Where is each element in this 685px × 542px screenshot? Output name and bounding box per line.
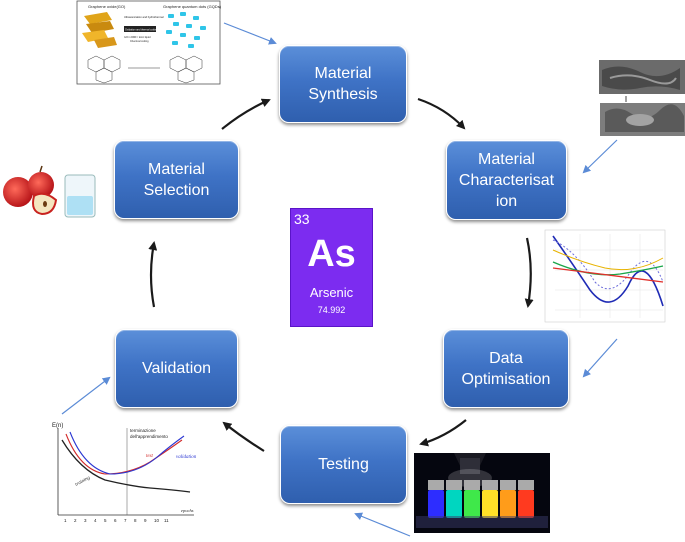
process-label-2: Oxidation and thermal cutting bbox=[125, 29, 158, 32]
lc-x-tick: 7 bbox=[124, 518, 127, 523]
lc-annotation-line1: terminazione bbox=[130, 428, 156, 433]
lc-x-tick: 4 bbox=[94, 518, 97, 523]
process-label-1: Ultrasonication and hydrothermal bbox=[124, 15, 164, 19]
synthesis-left-title: Graphene oxide(GO) bbox=[88, 4, 126, 9]
blue-arrow-sem-image bbox=[582, 139, 618, 174]
lc-x-ticks: 1 2 3 4 5 6 7 8 9 10 11 bbox=[64, 518, 169, 523]
learning-curve-image: E(n) terminazione dell'apprendimento tes… bbox=[48, 419, 198, 526]
process-label-4: Chemical cutting bbox=[130, 40, 149, 43]
lc-annotation-line2: dell'apprendimento bbox=[130, 434, 168, 439]
lc-x-label: epochs bbox=[181, 508, 194, 513]
optimisation-curves-image bbox=[544, 229, 666, 323]
lc-test-label: test bbox=[146, 454, 154, 459]
blue-arrow-optimisation bbox=[582, 338, 618, 378]
apples-and-beaker bbox=[3, 165, 96, 218]
node-data-optimisation: Data Optimisation bbox=[443, 329, 569, 408]
node-validation: Validation bbox=[115, 329, 238, 408]
lc-x-tick: 2 bbox=[74, 518, 77, 523]
synthesis-figure: Graphene oxide(GO) Graphene quantum dots… bbox=[76, 0, 222, 85]
blue-arrow-vials bbox=[354, 512, 411, 537]
element-symbol: As bbox=[307, 233, 356, 275]
node-material-characterisation: Material Characterisat ion bbox=[446, 140, 567, 220]
arrow-selection-to-synthesis bbox=[221, 98, 271, 130]
node-testing: Testing bbox=[280, 425, 407, 504]
node-material-selection: Material Selection bbox=[114, 140, 239, 219]
element-name: Arsenic bbox=[309, 285, 354, 300]
arrow-characterisation-to-optimisation bbox=[524, 237, 534, 308]
lc-y-label: E(n) bbox=[52, 423, 63, 429]
lc-x-tick: 10 bbox=[154, 518, 160, 523]
element-tile-arsenic: 33 As Arsenic 74.992 bbox=[290, 208, 373, 327]
arrow-synthesis-to-characterisation bbox=[417, 97, 466, 130]
node-material-synthesis: Material Synthesis bbox=[279, 45, 407, 123]
lc-x-tick: 1 bbox=[64, 518, 67, 523]
lc-validation-label: validation bbox=[176, 455, 197, 460]
lc-x-tick: 5 bbox=[104, 518, 107, 523]
arrow-testing-to-validation bbox=[222, 421, 265, 452]
lc-x-tick: 8 bbox=[134, 518, 137, 523]
fluorescent-vials-image bbox=[414, 453, 550, 533]
arrow-optimisation-to-testing bbox=[419, 419, 467, 447]
arrow-validation-to-selection bbox=[148, 241, 158, 308]
blue-arrow-synthesis-image bbox=[223, 22, 277, 45]
lc-x-tick: 6 bbox=[114, 518, 117, 523]
lc-x-tick: 11 bbox=[164, 518, 169, 523]
element-atomic-number: 33 bbox=[294, 211, 310, 227]
sem-micrographs bbox=[599, 60, 685, 136]
synthesis-right-title: Graphene quantum dots (GQDs) bbox=[163, 4, 222, 9]
element-mass: 74.992 bbox=[317, 305, 346, 315]
lc-x-tick: 9 bbox=[144, 518, 147, 523]
lc-x-tick: 3 bbox=[84, 518, 87, 523]
process-label-3: GO in DMF / Ionic liquid bbox=[124, 36, 151, 39]
blue-arrow-learning-curve bbox=[61, 376, 111, 415]
